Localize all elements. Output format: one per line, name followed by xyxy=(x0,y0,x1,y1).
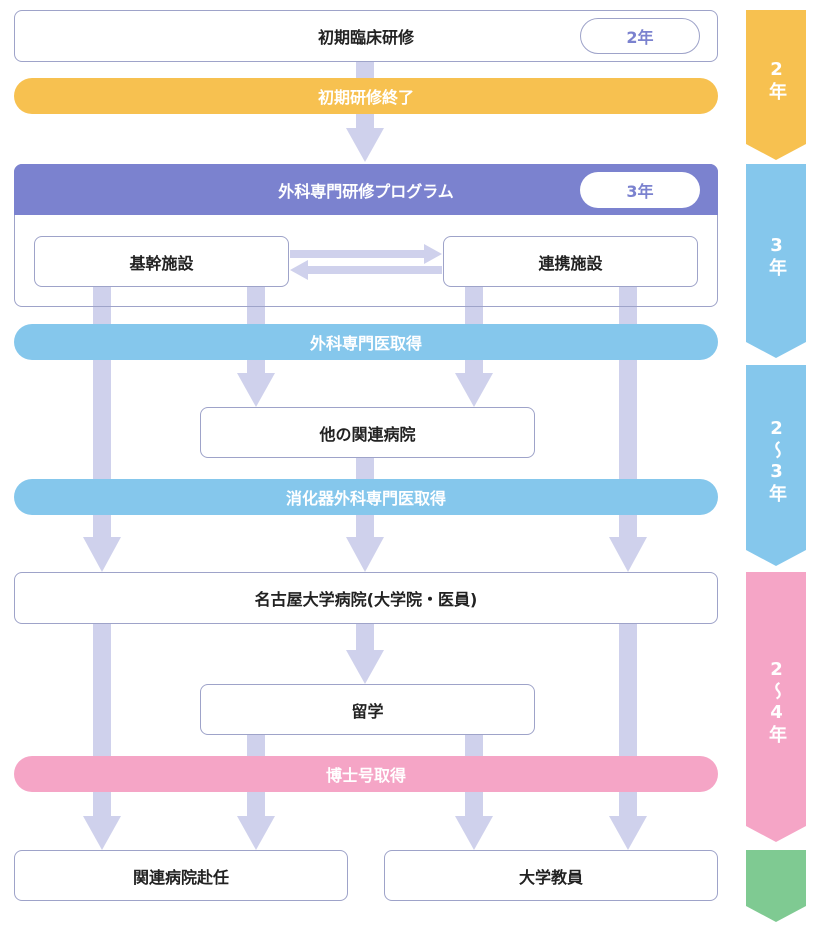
arrow-core-to-related-head xyxy=(237,373,275,407)
arrow-core-to-nagoya-head xyxy=(83,537,121,572)
stage-5-shape xyxy=(746,850,806,922)
university-faculty-label: 大学教員 xyxy=(518,867,583,887)
initial-training-label: 初期臨床研修 xyxy=(317,28,414,47)
gi-surgery-specialist-bar: 消化器外科専門医取得 xyxy=(14,479,718,515)
related-hospital-label: 他の関連病院 xyxy=(319,424,416,444)
surgery-specialist-bar: 外科専門医取得 xyxy=(14,324,718,360)
stage-3-label: 2～3年 xyxy=(766,417,787,504)
arrow-related-to-nagoya-head xyxy=(346,537,384,572)
phd-bar: 博士号取得 xyxy=(14,756,718,792)
arrow-core-to-partner-head xyxy=(424,244,442,264)
nagoya-university-hospital-label: 名古屋大学病院(大学院・医員) xyxy=(254,590,478,609)
related-hospital-assignment-box: 関連病院赴任 xyxy=(14,850,348,901)
arrow-abroad-to-faculty-head xyxy=(455,816,493,850)
arrow-partner-to-core-head xyxy=(290,260,308,280)
arrow-nagoya-to-abroad-head xyxy=(346,650,384,684)
stage-1-label: 2年 xyxy=(766,58,787,102)
core-facility-label: 基幹施設 xyxy=(129,253,194,273)
stage-2-shape xyxy=(746,164,806,358)
study-abroad-box: 留学 xyxy=(200,684,535,735)
stage-1-shape xyxy=(746,10,806,160)
initial-training-end-bar: 初期研修終了 xyxy=(14,78,718,114)
stage-2-label: 3年 xyxy=(766,234,787,278)
initial-training-duration-badge: 2年 xyxy=(580,18,700,54)
arrow-partner-to-core xyxy=(308,266,442,274)
initial-training-end-label: 初期研修終了 xyxy=(317,88,414,107)
related-hospital-assignment-label: 関連病院赴任 xyxy=(132,867,229,887)
partner-facility-label: 連携施設 xyxy=(538,253,603,273)
surgery-program-duration-label: 3年 xyxy=(626,182,654,201)
partner-facility-box: 連携施設 xyxy=(443,236,698,287)
related-hospital-box: 他の関連病院 xyxy=(200,407,535,458)
arrow-nagoya-to-abroad xyxy=(356,624,374,650)
university-faculty-box: 大学教員 xyxy=(384,850,718,901)
arrow-partner-to-nagoya-head xyxy=(609,537,647,572)
nagoya-university-hospital-box: 名古屋大学病院(大学院・医員) xyxy=(14,572,718,624)
surgery-program-label: 外科専門研修プログラム xyxy=(278,181,454,201)
arrow-abroad-to-assignment-head xyxy=(237,816,275,850)
arrow-nagoya-to-faculty-right-head xyxy=(609,816,647,850)
arrow-core-to-partner xyxy=(290,250,424,258)
gi-surgery-specialist-label: 消化器外科専門医取得 xyxy=(285,489,446,508)
surgery-specialist-label: 外科専門医取得 xyxy=(309,334,422,353)
arrow-partner-to-related-head xyxy=(455,373,493,407)
stage-3-shape xyxy=(746,365,806,566)
surgery-program-duration-badge: 3年 xyxy=(580,172,700,208)
phd-label: 博士号取得 xyxy=(325,766,406,785)
arrow-initial-to-program-head xyxy=(346,128,384,162)
stage-4-label: 2～4年 xyxy=(766,659,787,745)
study-abroad-label: 留学 xyxy=(351,701,384,721)
initial-training-duration-label: 2年 xyxy=(626,28,654,47)
core-facility-box: 基幹施設 xyxy=(34,236,289,287)
arrow-nagoya-to-assignment-left-head xyxy=(83,816,121,850)
stage-4-shape xyxy=(746,572,806,842)
